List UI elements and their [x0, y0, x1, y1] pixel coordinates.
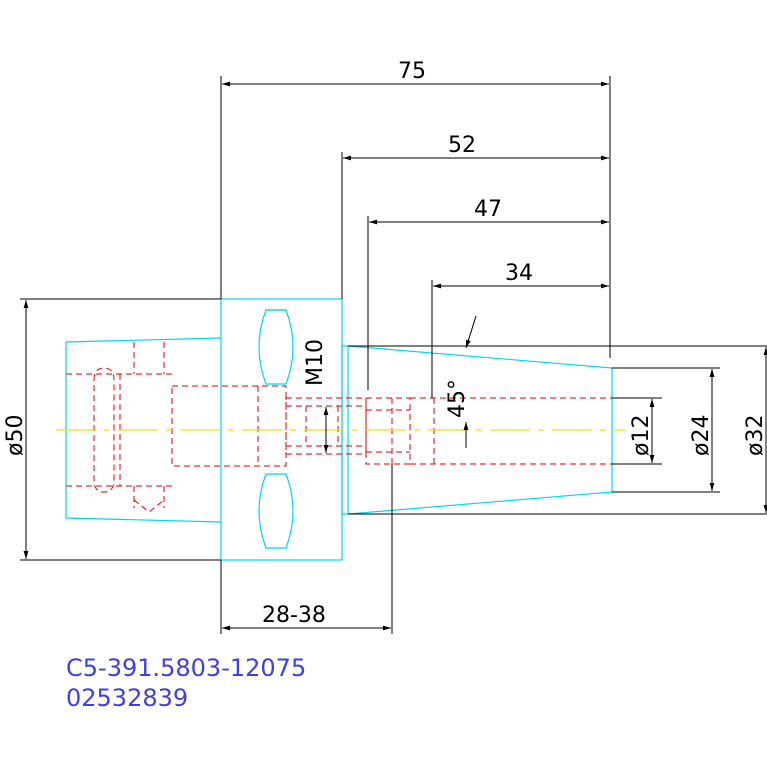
dimensions: 75 52 47 34 ø50 M10 45° ø12 ø24: [3, 59, 767, 634]
part-number: C5-391.5803-12075: [66, 654, 306, 682]
dim-label-m10: M10: [303, 339, 328, 386]
dim-label-d12: ø12: [629, 415, 654, 456]
hidden-lines: [66, 342, 612, 513]
dim-label-d50: ø50: [3, 415, 28, 456]
dim-label-d32: ø32: [743, 415, 767, 456]
dim-label-angle: 45°: [445, 379, 470, 418]
part-code: 02532839: [66, 684, 188, 712]
dim-label-34: 34: [505, 261, 533, 286]
dim-label-d24: ø24: [689, 415, 714, 456]
dim-label-75: 75: [398, 59, 426, 84]
dim-label-52: 52: [448, 133, 476, 158]
dim-label-28-38: 28-38: [262, 603, 326, 628]
dim-label-47: 47: [474, 197, 502, 222]
